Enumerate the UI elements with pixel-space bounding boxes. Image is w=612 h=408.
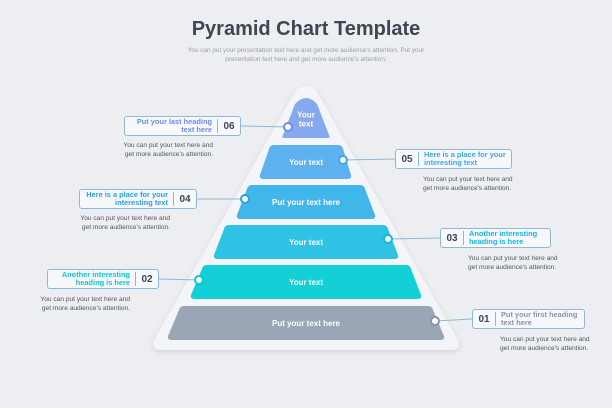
callout-04: Here is a place for your interesting tex… (79, 189, 197, 209)
callout-connectors (158, 122, 473, 326)
pyramid-level-4 (236, 185, 376, 219)
callout-number: 06 (223, 120, 235, 132)
callout-number: 01 (478, 313, 490, 325)
callout-divider (135, 272, 136, 286)
connector-line (387, 237, 441, 240)
pyramid-level-label: Your text (289, 278, 323, 287)
page-title: Pyramid Chart Template (191, 18, 421, 40)
callout-heading: Here is a place for your interesting tex… (86, 189, 168, 207)
connector-line (240, 125, 289, 128)
connector-dot (338, 155, 348, 165)
callout-03-description: You can put your text here and get more … (468, 255, 558, 271)
connector-line (342, 158, 396, 161)
connector-dot (240, 194, 250, 204)
pyramid-level-label: Put your text here (272, 198, 341, 207)
callout-heading: Put your first heading text here (501, 309, 578, 327)
connector-line (158, 278, 200, 281)
connector-dot (283, 122, 293, 132)
callout-heading: Another interesting heading is here (61, 269, 130, 287)
callout-number: 02 (141, 273, 153, 285)
pyramid-level-label: Your text (289, 238, 323, 247)
callout-01-description: You can put your text here and get more … (500, 336, 590, 352)
callout-divider (173, 192, 174, 206)
pyramid-level-label: Your text (289, 158, 323, 167)
callout-heading: Another interesting heading is here (469, 228, 538, 246)
page-subtitle: You can put your presentation text here … (187, 47, 425, 63)
callout-divider (495, 312, 496, 326)
connector-dot (194, 275, 204, 285)
callout-04-description: You can put your text here and get more … (80, 215, 170, 231)
connector-line (434, 318, 473, 322)
callout-heading: Put your last heading text here (136, 116, 212, 134)
callout-heading: Here is a place for your interesting tex… (424, 149, 506, 167)
callout-05-description: You can put your text here and get more … (423, 176, 513, 192)
pyramid-level-5 (259, 145, 352, 179)
callout-02: Another interesting heading is here 02 (47, 269, 159, 289)
pyramid-level-3 (213, 225, 399, 259)
pyramid-level-label: Put your text here (272, 319, 341, 328)
callout-number: 04 (179, 193, 191, 205)
pyramid-level-1 (167, 306, 445, 340)
callout-02-description: You can put your text here and get more … (40, 296, 130, 312)
callout-divider (463, 231, 464, 245)
callout-01: 01 Put your first heading text here (472, 309, 585, 329)
callout-06-description: You can put your text here and get more … (123, 142, 213, 158)
callout-divider (418, 152, 419, 166)
callout-divider (217, 119, 218, 133)
callout-number: 05 (401, 153, 413, 165)
callout-06: Put your last heading text here 06 (124, 116, 241, 136)
connector-dot (430, 316, 440, 326)
callout-05: 05 Here is a place for your interesting … (395, 149, 512, 169)
pyramid-level-6 (282, 98, 330, 138)
connector-dot (383, 234, 393, 244)
pyramid-level-2 (190, 265, 422, 299)
callout-number: 03 (446, 232, 458, 244)
callout-03: 03 Another interesting heading is here (440, 228, 551, 248)
